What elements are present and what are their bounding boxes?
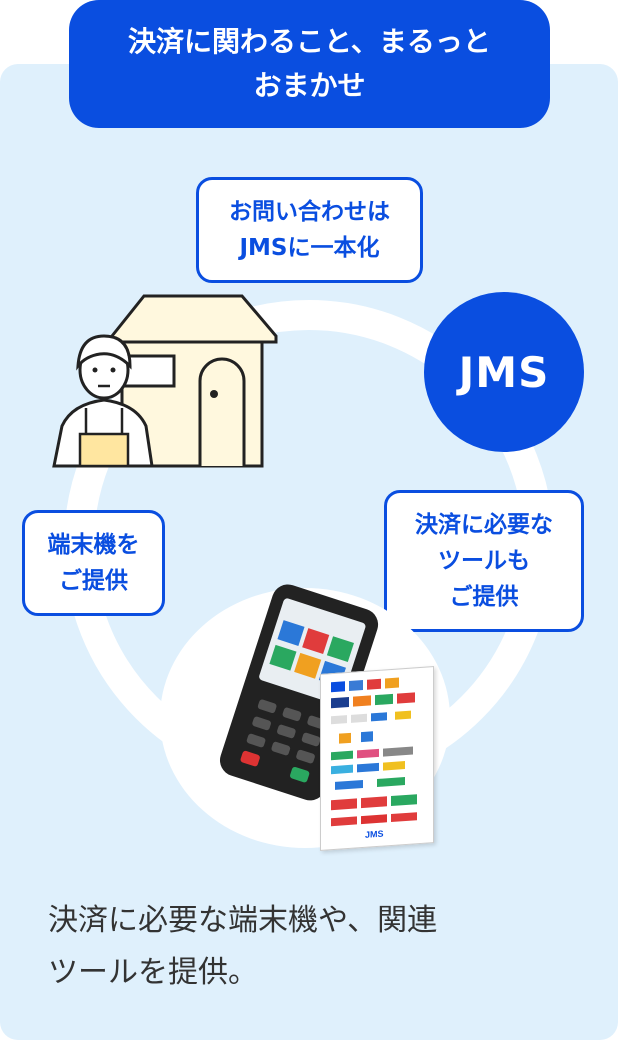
jms-logo: JMS [424, 292, 584, 452]
shop-owner-illustration [52, 294, 278, 468]
caption: 決済に必要な端末機や、関連 ツールを提供。 [48, 895, 568, 999]
title-line-2: おまかせ [253, 69, 366, 102]
inquiry-line-1: お問い合わせは [229, 199, 390, 225]
terminal-line-1: 端末機を [47, 532, 140, 558]
person-hair [76, 334, 132, 371]
tools-line-3: ご提供 [449, 584, 519, 610]
title-banner: 決済に関わること、まるっと おまかせ [69, 0, 550, 128]
caption-line-1: 決済に必要な端末機や、関連 [48, 903, 438, 938]
house-door [198, 357, 246, 466]
caption-line-2: ツールを提供。 [48, 955, 258, 990]
inquiry-line-2: JMSに一本化 [239, 235, 380, 261]
door-knob [210, 390, 218, 398]
terminal-line-2: ご提供 [59, 568, 128, 594]
inquiry-bubble: お問い合わせは JMSに一本化 [196, 177, 423, 283]
terminal-bubble: 端末機を ご提供 [22, 510, 165, 616]
house-roof [110, 294, 278, 344]
tools-line-2: ツールも [438, 548, 530, 574]
apron [78, 432, 130, 468]
tools-bubble: 決済に必要な ツールも ご提供 [384, 490, 584, 632]
title-line-1: 決済に関わること、まるっと [128, 25, 491, 58]
sticker-brand: JMS [365, 829, 383, 840]
payment-brands-sticker: JMS [320, 666, 434, 851]
tools-line-1: 決済に必要な [415, 512, 553, 538]
